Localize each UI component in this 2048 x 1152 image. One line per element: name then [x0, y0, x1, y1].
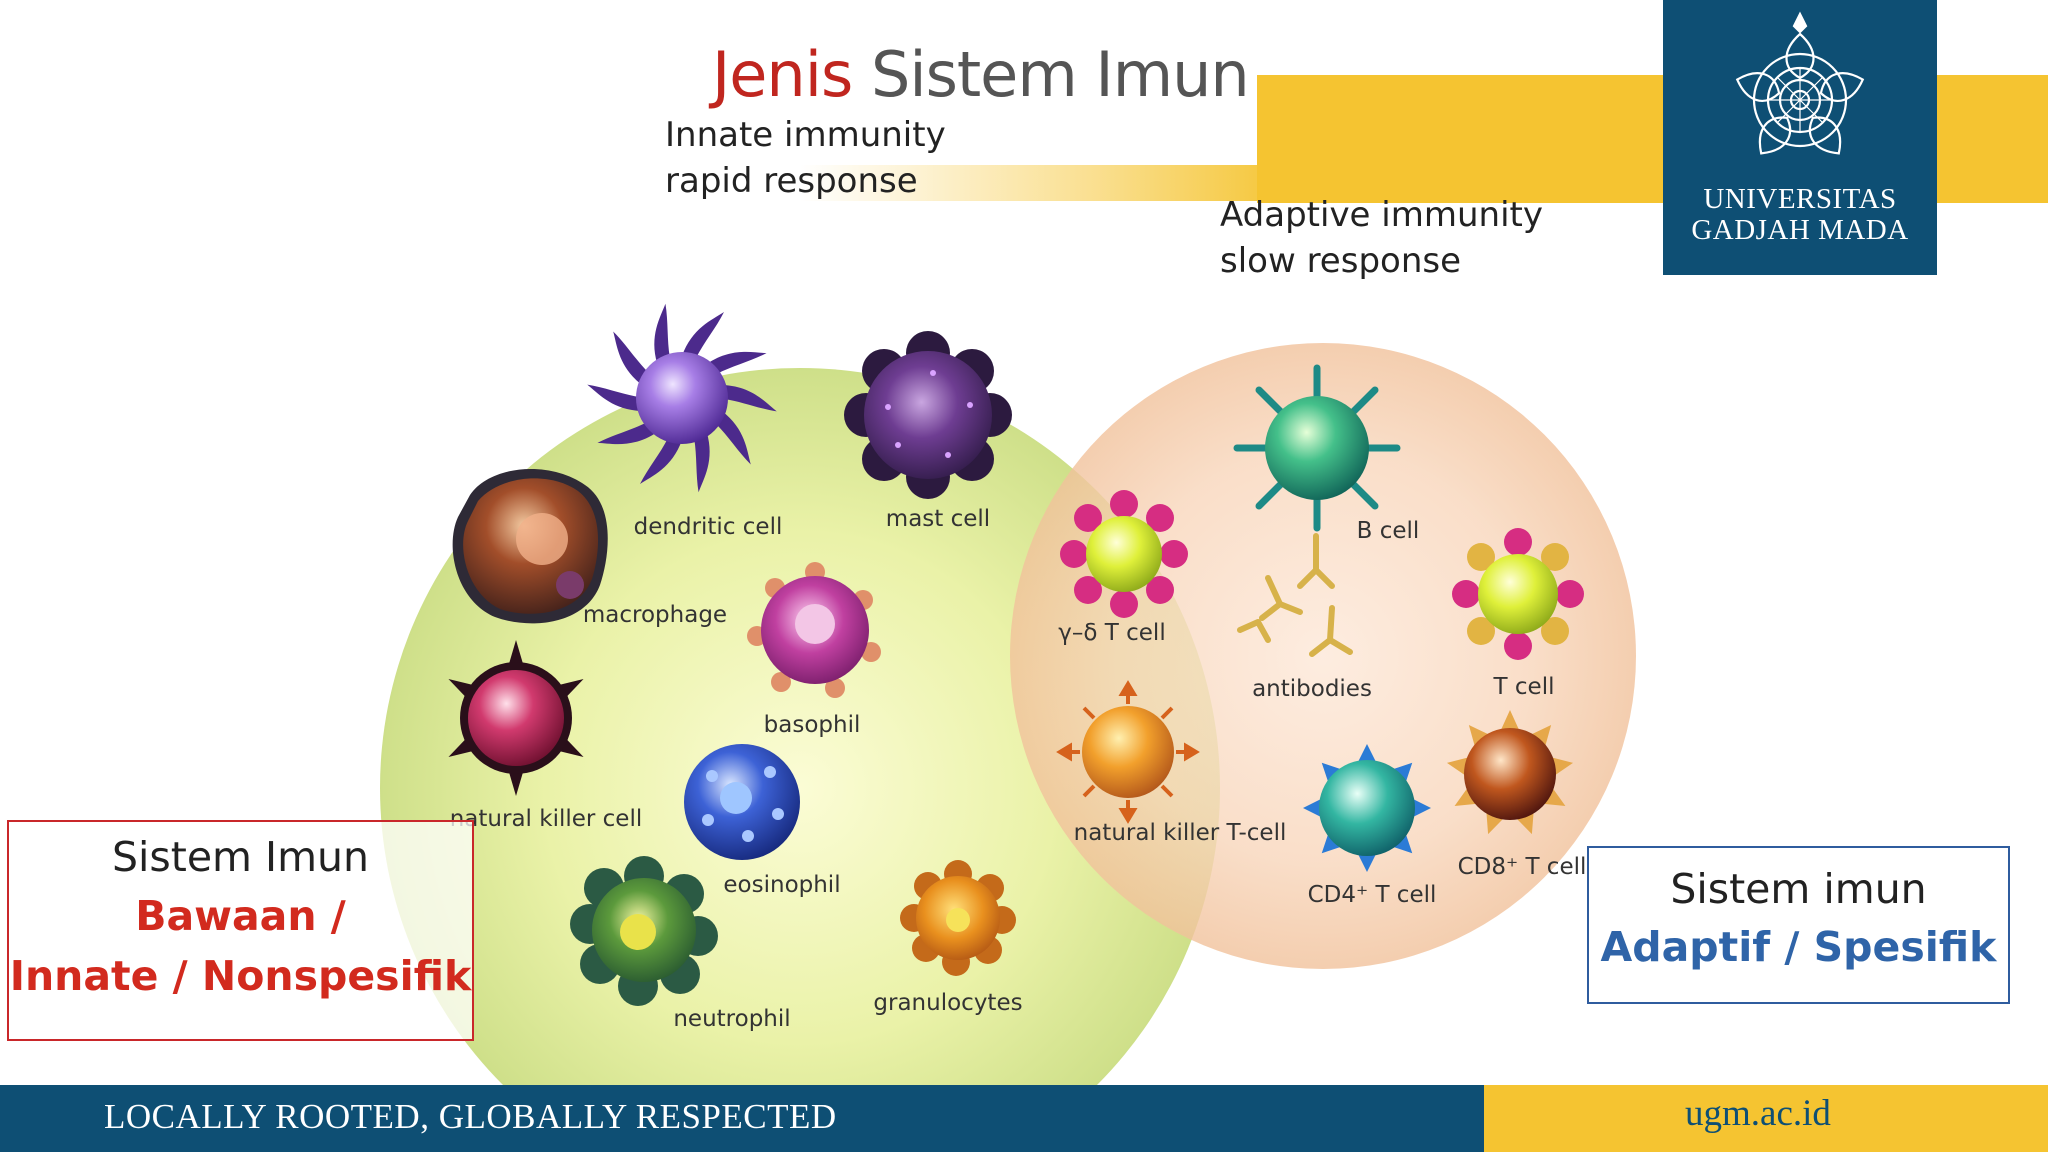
footer-bar: [0, 1085, 1484, 1152]
t-cell-label: T cell: [1493, 674, 1555, 700]
adaptive-callout-title: Sistem imun: [1670, 865, 1927, 913]
university-emblem-icon: [1735, 11, 1865, 155]
neutrophil-icon: [570, 856, 718, 1006]
innate-line-1: Innate immunity: [665, 115, 946, 155]
university-name-line-1: UNIVERSITAS: [1703, 183, 1897, 215]
title-highlight: Jenis: [712, 38, 853, 111]
natural-killer-t-cell-label: natural killer T-cell: [1074, 820, 1287, 846]
eosinophil-label: eosinophil: [723, 872, 840, 898]
antibodies-icon: [1237, 533, 1353, 657]
b-cell-label: B cell: [1357, 518, 1420, 544]
footer-accent: [1484, 1085, 2048, 1152]
neutrophil-label: neutrophil: [673, 1006, 790, 1032]
footer-tagline: LOCALLY ROOTED, GLOBALLY RESPECTED: [104, 1097, 837, 1136]
mast-cell-icon: [844, 331, 1012, 499]
innate-callout-line-2: Innate / Nonspesifik: [9, 952, 472, 1000]
mast-cell-label: mast cell: [886, 506, 990, 532]
adaptive-callout-line-1: Adaptif / Spesifik: [1600, 923, 1997, 971]
footer-website-link[interactable]: ugm.ac.id: [1685, 1093, 1831, 1134]
adaptive-immunity-label: Adaptive immunity slow response: [1220, 192, 1543, 284]
dendritic-cell-icon: [587, 303, 777, 493]
cd8-t-cell-label: CD8⁺ T cell: [1458, 854, 1587, 880]
university-name-line-2: GADJAH MADA: [1691, 214, 1909, 246]
b-cell-icon: [1233, 364, 1401, 532]
adaptive-line-2: slow response: [1220, 241, 1462, 281]
gamma-delta-t-cell-icon: [1060, 490, 1188, 618]
granulocytes-icon: [900, 860, 1016, 976]
adaptive-line-1: Adaptive immunity: [1220, 195, 1543, 235]
adaptive-immunity-circle: [1010, 343, 1636, 969]
innate-system-callout: Sistem Imun Bawaan / Innate / Nonspesifi…: [7, 820, 474, 1041]
adaptive-system-callout: Sistem imun Adaptif / Spesifik: [1587, 846, 2010, 1004]
title-rest: Sistem Imun: [870, 38, 1250, 111]
innate-line-2: rapid response: [665, 161, 918, 201]
dendritic-cell-label: dendritic cell: [634, 514, 783, 540]
cd8-t-cell-icon: [1446, 710, 1574, 835]
page-title: Jenis Sistem Imun: [712, 38, 1250, 111]
innate-callout-line-1: Bawaan /: [135, 892, 346, 940]
natural-killer-cell-icon: [448, 640, 584, 796]
granulocytes-label: granulocytes: [873, 990, 1022, 1016]
basophil-icon: [747, 562, 881, 698]
university-logo-panel: [1663, 0, 1937, 275]
antibodies-label: antibodies: [1252, 676, 1372, 702]
gamma-delta-t-cell-label: γ–δ T cell: [1058, 620, 1165, 646]
natural-killer-cell-label: natural killer cell: [450, 806, 643, 832]
macrophage-icon: [452, 468, 608, 624]
cd4-t-cell-icon: [1303, 744, 1431, 872]
header-gold-fade: [800, 165, 1300, 201]
natural-killer-t-cell-icon: [1056, 680, 1200, 824]
university-name: UNIVERSITAS GADJAH MADA: [1663, 184, 1937, 246]
eosinophil-icon: [684, 744, 800, 860]
t-cell-icon: [1452, 528, 1584, 660]
innate-immunity-label: Innate immunity rapid response: [665, 112, 946, 204]
cd4-t-cell-label: CD4⁺ T cell: [1308, 882, 1437, 908]
innate-callout-title: Sistem Imun: [111, 833, 370, 881]
basophil-label: basophil: [764, 712, 861, 738]
macrophage-label: macrophage: [583, 602, 727, 628]
